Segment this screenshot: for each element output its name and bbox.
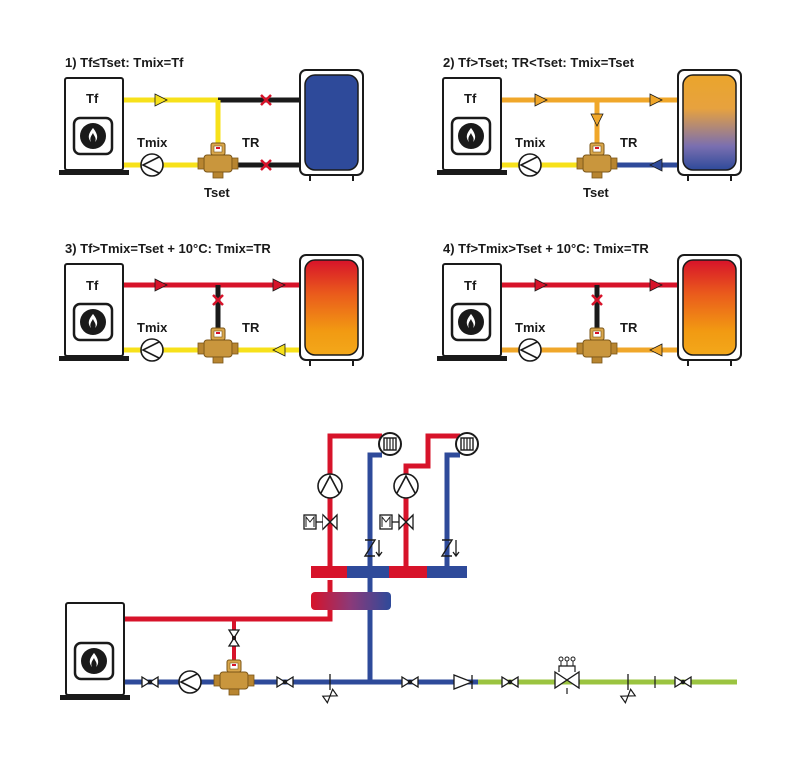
system-circuit-1-check-valve-icon — [363, 539, 383, 558]
panel-1-closed-mark-bottom — [260, 159, 272, 171]
panel-3-tank-fill — [304, 259, 359, 356]
panel-1-tf-label: Tf — [86, 91, 99, 106]
system-ball-valve-2-icon — [276, 676, 294, 688]
panel-3-flow-arrow-2 — [272, 278, 286, 292]
panel-4-tmix-label: Tmix — [515, 320, 546, 335]
system-circuit-2-return — [444, 452, 460, 566]
panel-2-return-arrow — [649, 158, 663, 172]
panel-3-closed-mark — [212, 294, 224, 306]
system-mixing-valve-icon — [213, 659, 255, 696]
panel-4-closed-mark — [591, 294, 603, 306]
panel-1-mixing-valve-icon — [197, 142, 239, 179]
panel-1-title: 1) Tf≤Tset: Tmix=Tf — [65, 55, 184, 70]
system-boiler-icon — [58, 601, 132, 702]
panel-1-closed-mark-top — [260, 94, 272, 106]
panel-3-return-arrow — [272, 343, 286, 357]
panel-2-flow-arrow-1 — [534, 93, 548, 107]
system-manifold-red-2 — [389, 566, 427, 578]
panel-1-flow-arrow — [154, 93, 168, 107]
system-ball-valve-1-icon — [141, 676, 159, 688]
panel-1-tr-label: TR — [242, 135, 260, 150]
system-ball-valve-3-icon — [401, 676, 419, 688]
panel-4-flow-arrow-2 — [649, 278, 663, 292]
panel-4-tf-label: Tf — [464, 278, 477, 293]
panel-2: 2) Tf>Tset; TR<Tset: Tmix=Tset Tf Tmix T… — [435, 55, 742, 200]
system-bypass-ball-valve-icon — [227, 629, 241, 647]
system-manifold-blue-1 — [347, 566, 389, 578]
panel-4-flow-arrow-1 — [534, 278, 548, 292]
system-ball-valve-5-icon — [674, 676, 692, 688]
system-hydraulic-separator — [311, 592, 391, 610]
system-circuit-1-return — [367, 452, 382, 566]
panel-1-pump-icon — [140, 153, 164, 177]
system-circuit-2-mixing-valve-icon — [379, 513, 414, 531]
panel-4-tank-fill — [682, 259, 737, 356]
system-pressure-reducer-icon — [554, 656, 580, 694]
system-circuit-1-radiator-icon — [378, 432, 402, 456]
panel-2-tr-label: TR — [620, 135, 638, 150]
panel-1: 1) Tf≤Tset: Tmix=Tf Tf Tmix TR Tset — [57, 55, 364, 200]
panel-3-tmix-label: Tmix — [137, 320, 168, 335]
panel-3-title: 3) Tf>Tmix=Tset + 10°C: Tmix=TR — [65, 241, 271, 256]
panel-4-tr-label: TR — [620, 320, 638, 335]
panel-3-flow-arrow-1 — [154, 278, 168, 292]
system-manifold-blue-2 — [427, 566, 467, 578]
system-circuit-1-pump-icon — [317, 473, 343, 499]
panel-2-title: 2) Tf>Tset; TR<Tset: Tmix=Tset — [443, 55, 635, 70]
panel-3-mixing-valve-icon — [197, 327, 239, 364]
system-drain-valve-2-icon — [619, 674, 637, 704]
panel-4-mixing-valve-icon — [576, 327, 618, 364]
system-circuit-2-pump-icon — [393, 473, 419, 499]
system-check-valve-icon — [453, 674, 474, 690]
system-circuit-1-mixing-valve-icon — [303, 513, 338, 531]
panel-4: 4) Tf>Tmix>Tset + 10°C: Tmix=TR Tf Tmix … — [435, 241, 742, 366]
panel-2-pump-icon — [518, 153, 542, 177]
system-circuit-2-flow — [403, 433, 460, 566]
panel-1-tset-label: Tset — [204, 185, 230, 200]
system-circuit-2-check-valve-icon — [440, 539, 460, 558]
panel-2-flow-arrow-2 — [649, 93, 663, 107]
panel-1-tmix-label: Tmix — [137, 135, 168, 150]
panel-3-tr-label: TR — [242, 320, 260, 335]
system-circuit-2-radiator-icon — [455, 432, 479, 456]
panel-4-title: 4) Tf>Tmix>Tset + 10°C: Tmix=TR — [443, 241, 649, 256]
panel-4-pump-icon — [518, 338, 542, 362]
panel-2-tf-label: Tf — [464, 91, 477, 106]
system-ball-valve-4-icon — [501, 676, 519, 688]
panel-2-tset-label: Tset — [583, 185, 609, 200]
panel-2-tmix-label: Tmix — [515, 135, 546, 150]
panel-2-mixing-valve-icon — [576, 142, 618, 179]
panel-3-tf-label: Tf — [86, 278, 99, 293]
panel-1-tank-fill — [304, 74, 359, 171]
system-diagram — [58, 432, 737, 704]
system-drain-valve-1-icon — [321, 674, 339, 704]
panel-2-tank-fill — [682, 74, 737, 171]
system-pump-icon — [178, 670, 202, 694]
panel-3-pump-icon — [140, 338, 164, 362]
system-manifold-red-1 — [311, 566, 347, 578]
panel-3: 3) Tf>Tmix=Tset + 10°C: Tmix=TR Tf Tmix … — [57, 241, 364, 366]
panel-2-bypass-arrow — [590, 113, 604, 127]
panel-4-return-arrow — [649, 343, 663, 357]
system-boiler-flow-pipe — [122, 580, 333, 622]
